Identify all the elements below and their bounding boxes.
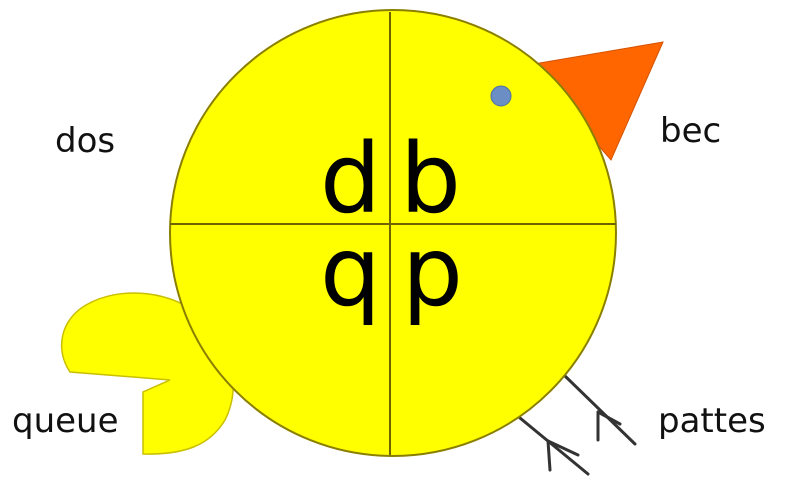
label-pattes: pattes [658, 404, 766, 438]
letter-bottom-left: q [320, 216, 381, 328]
eye-icon [491, 86, 511, 106]
body-circle [170, 10, 616, 456]
label-queue: queue [12, 404, 119, 438]
letter-bottom-right: p [402, 216, 463, 328]
label-bec: bec [660, 114, 721, 148]
label-dos: dos [55, 124, 115, 158]
